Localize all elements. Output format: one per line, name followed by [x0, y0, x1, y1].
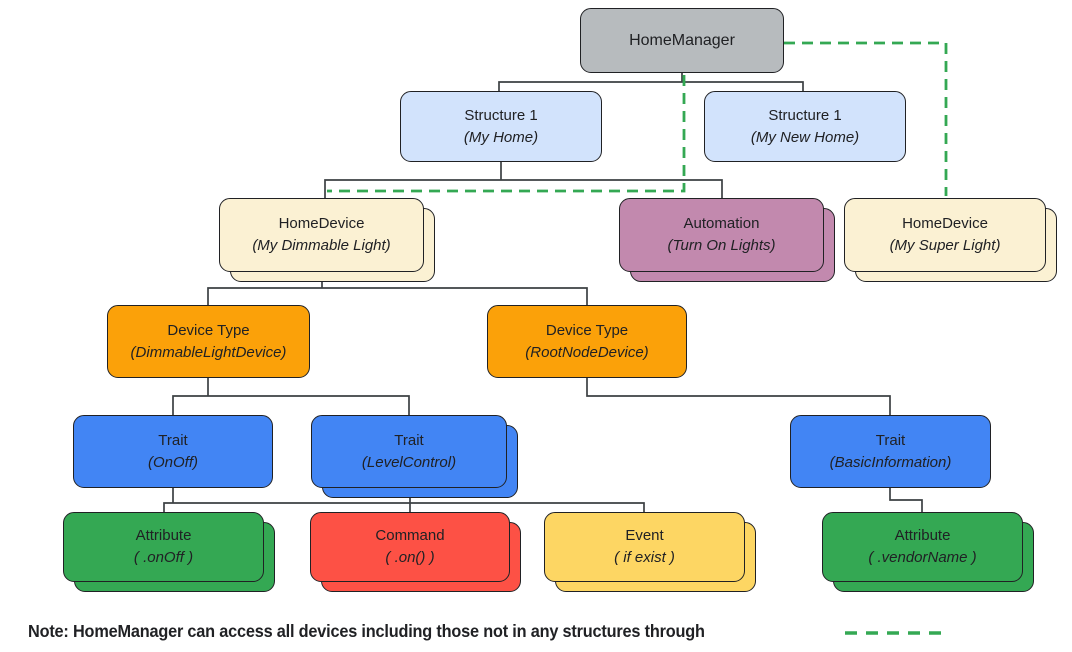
node-subtitle: ( if exist )	[614, 549, 675, 566]
node-title: Device Type	[167, 321, 250, 339]
node-title: Trait	[158, 431, 188, 449]
node-subtitle: (My Dimmable Light)	[252, 237, 391, 254]
node-title: HomeManager	[629, 31, 735, 49]
node-title: Attribute	[135, 527, 192, 544]
node-subtitle: (LevelControl)	[361, 453, 457, 471]
node-event-if-exist: Event ( if exist )	[544, 512, 756, 592]
node-title: Structure 1	[768, 106, 842, 124]
node-subtitle: (My Home)	[463, 128, 539, 146]
trait-card: Trait (LevelControl)	[311, 415, 507, 488]
node-homemanager: HomeManager	[580, 8, 784, 73]
dashed-access-super-light-line	[784, 41, 948, 196]
node-subtitle: (Turn On Lights)	[667, 237, 776, 254]
attribute-card: Attribute ( .onOff )	[63, 512, 264, 582]
node-attribute-vendorname: Attribute ( .vendorName )	[822, 512, 1034, 592]
node-title: HomeDevice	[278, 215, 365, 232]
node-title: Event	[625, 527, 664, 544]
event-card: Event ( if exist )	[544, 512, 745, 582]
node-subtitle: (RootNodeDevice)	[525, 343, 649, 361]
node-title: Attribute	[894, 527, 951, 544]
trait-card: Trait (BasicInformation)	[790, 415, 991, 488]
node-attribute-onoff: Attribute ( .onOff )	[63, 512, 275, 592]
connector-devicetype2-trait	[586, 378, 891, 415]
structure-card: Structure 1 (My Home)	[400, 91, 602, 162]
node-trait-onoff: Trait (OnOff)	[73, 415, 273, 488]
homedevice-card: HomeDevice (My Super Light)	[844, 198, 1046, 272]
node-devicetype-rootnodedevice: Device Type (RootNodeDevice)	[487, 305, 687, 378]
node-subtitle: ( .onOff )	[133, 549, 194, 566]
node-title: Command	[375, 527, 445, 544]
node-trait-levelcontrol: Trait (LevelControl)	[311, 415, 518, 498]
homemanager-card: HomeManager	[580, 8, 784, 73]
devicetype-card: Device Type (DimmableLightDevice)	[107, 305, 310, 378]
node-title: Trait	[394, 431, 424, 449]
node-subtitle: (OnOff)	[147, 453, 198, 471]
node-subtitle: ( .on() )	[385, 549, 435, 566]
node-title: Automation	[683, 215, 760, 232]
connector-structure1-children	[324, 162, 723, 198]
node-homedevice-dimmable-light: HomeDevice (My Dimmable Light)	[219, 198, 435, 282]
footnote-text: Note: HomeManager can access all devices…	[28, 621, 705, 641]
node-title: HomeDevice	[902, 215, 988, 232]
homedevice-card: HomeDevice (My Dimmable Light)	[219, 198, 424, 272]
devicetype-card: Device Type (RootNodeDevice)	[487, 305, 687, 378]
node-subtitle: (My Super Light)	[889, 237, 1001, 254]
attribute-card: Attribute ( .vendorName )	[822, 512, 1023, 582]
trait-card: Trait (OnOff)	[73, 415, 273, 488]
structure-card: Structure 1 (My New Home)	[704, 91, 906, 162]
automation-card: Automation (Turn On Lights)	[619, 198, 824, 272]
connector-trait3-attribute	[889, 488, 923, 512]
node-title: Device Type	[545, 321, 629, 339]
node-subtitle: (DimmableLightDevice)	[130, 343, 287, 361]
connector-homemanager-structures	[498, 73, 804, 91]
node-structure-my-home: Structure 1 (My Home)	[400, 91, 602, 162]
connector-devicetype1-traits	[172, 378, 410, 415]
node-subtitle: (My New Home)	[750, 128, 860, 146]
node-command-on: Command ( .on() )	[310, 512, 521, 592]
node-devicetype-dimmablelightdevice: Device Type (DimmableLightDevice)	[107, 305, 310, 378]
node-subtitle: ( .vendorName )	[868, 549, 977, 566]
command-card: Command ( .on() )	[310, 512, 510, 582]
node-automation-turn-on-lights: Automation (Turn On Lights)	[619, 198, 835, 282]
node-subtitle: (BasicInformation)	[829, 453, 952, 471]
node-title: Structure 1	[464, 106, 538, 124]
node-trait-basicinformation: Trait (BasicInformation)	[790, 415, 991, 488]
dashed-access-dimmable-light-line	[327, 75, 686, 193]
node-homedevice-super-light: HomeDevice (My Super Light)	[844, 198, 1057, 282]
node-structure-my-new-home: Structure 1 (My New Home)	[704, 91, 906, 162]
node-title: Trait	[875, 431, 906, 449]
